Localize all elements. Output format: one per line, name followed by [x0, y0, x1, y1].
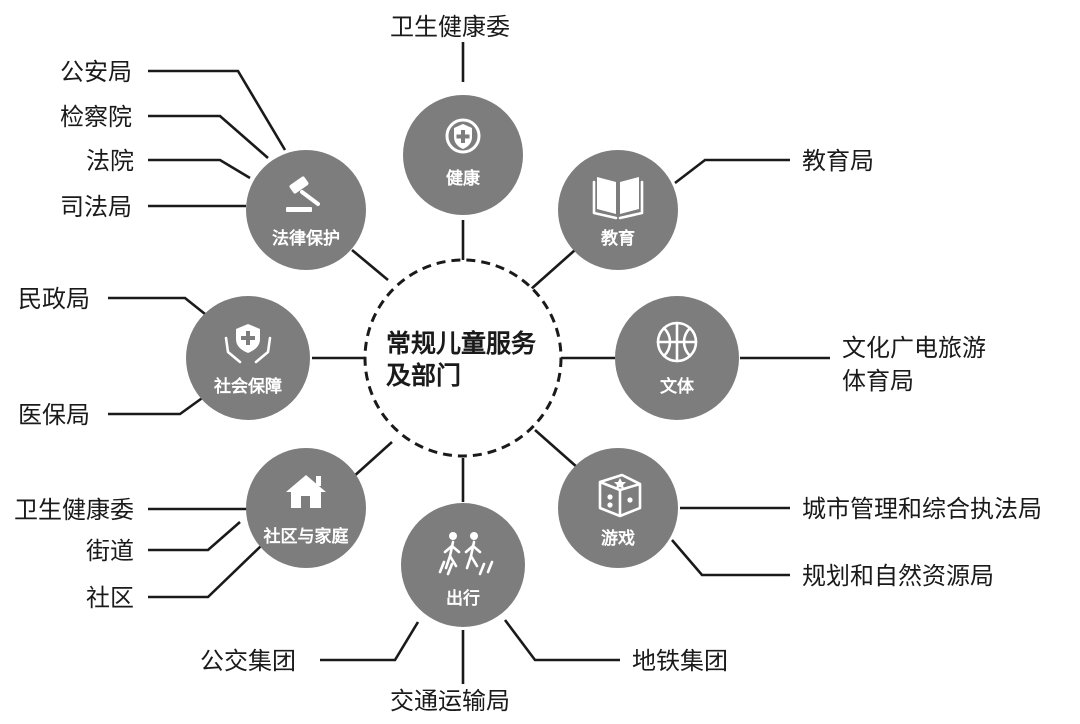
basketball-icon	[656, 321, 698, 363]
dept-community-1: 街道	[86, 537, 134, 565]
leader-lines	[108, 42, 830, 684]
spoke-edu	[529, 249, 576, 291]
node-label-social: 社会保障	[213, 376, 282, 397]
node-label-edu: 教育	[600, 228, 635, 249]
dept-social-0: 民政局	[18, 285, 90, 313]
leader-social-2	[108, 394, 206, 416]
dice-icon	[598, 473, 642, 518]
node-community: 社区与家庭	[246, 448, 366, 568]
leader-travel-1	[320, 621, 420, 662]
dept-community-2: 社区	[86, 584, 134, 612]
node-edu: 教育	[558, 150, 678, 270]
leader-law-3	[148, 158, 251, 180]
node-social: 社会保障	[186, 296, 310, 420]
dept-travel-0: 公交集团	[200, 647, 296, 675]
node-label-game: 游戏	[601, 528, 635, 549]
leader-law-2	[148, 114, 269, 159]
node-label-travel: 出行	[446, 588, 480, 609]
node-travel: 出行	[401, 503, 525, 627]
leader-travel-3	[503, 619, 620, 662]
dept-law-2: 法院	[86, 147, 134, 175]
dept-law-0: 公安局	[60, 58, 132, 86]
dept-edu-0: 教育局	[802, 147, 874, 175]
leader-community-2	[148, 521, 241, 552]
hub-title-line2: 及部门	[386, 361, 461, 390]
hands-shield-icon	[224, 324, 272, 364]
dept-game-1: 规划和自然资源局	[802, 562, 994, 590]
node-label-community: 社区与家庭	[263, 526, 349, 547]
leader-edu	[674, 158, 790, 185]
leader-community-3	[148, 544, 263, 599]
node-label-health: 健康	[446, 168, 481, 189]
dept-law-1: 检察院	[60, 103, 132, 131]
leader-social-1	[108, 296, 211, 320]
spoke-community	[351, 441, 393, 479]
spokes	[312, 220, 615, 502]
dept-game-0: 城市管理和综合执法局	[802, 495, 1042, 523]
node-label-law: 法律保护	[272, 228, 340, 249]
gavel-icon	[286, 176, 320, 212]
node-health: 健康	[403, 95, 523, 215]
node-culture: 文体	[615, 296, 739, 420]
house-icon	[286, 475, 326, 508]
dept-culture-1: 体育局	[842, 367, 914, 395]
health-shield-icon	[445, 118, 481, 154]
dept-travel-1: 交通运输局	[390, 687, 510, 715]
dept-community-0: 卫生健康委	[14, 496, 134, 524]
open-book-icon	[592, 177, 644, 220]
hub: 常规儿童服务 及部门	[363, 258, 563, 458]
dept-culture-0: 文化广电旅游	[842, 334, 986, 362]
pedestrians-icon	[438, 532, 494, 576]
department-labels: 卫生健康委 教育局 文化广电旅游 体育局 城市管理和综合执法局 规划和自然资源局…	[14, 13, 1042, 715]
dept-travel-2: 地铁集团	[632, 647, 728, 675]
node-law: 法律保护	[246, 150, 366, 270]
node-label-culture: 文体	[660, 376, 695, 397]
dept-law-3: 司法局	[60, 193, 132, 221]
leader-law-1	[148, 69, 287, 151]
hub-circle	[363, 258, 563, 458]
spoke-game	[534, 429, 579, 469]
spoke-law	[351, 249, 389, 281]
node-game: 游戏	[558, 448, 678, 568]
leader-game-2	[671, 539, 790, 577]
hub-title-line1: 常规儿童服务	[386, 329, 536, 358]
dept-social-1: 医保局	[18, 401, 90, 429]
dept-health-0: 卫生健康委	[390, 13, 510, 41]
